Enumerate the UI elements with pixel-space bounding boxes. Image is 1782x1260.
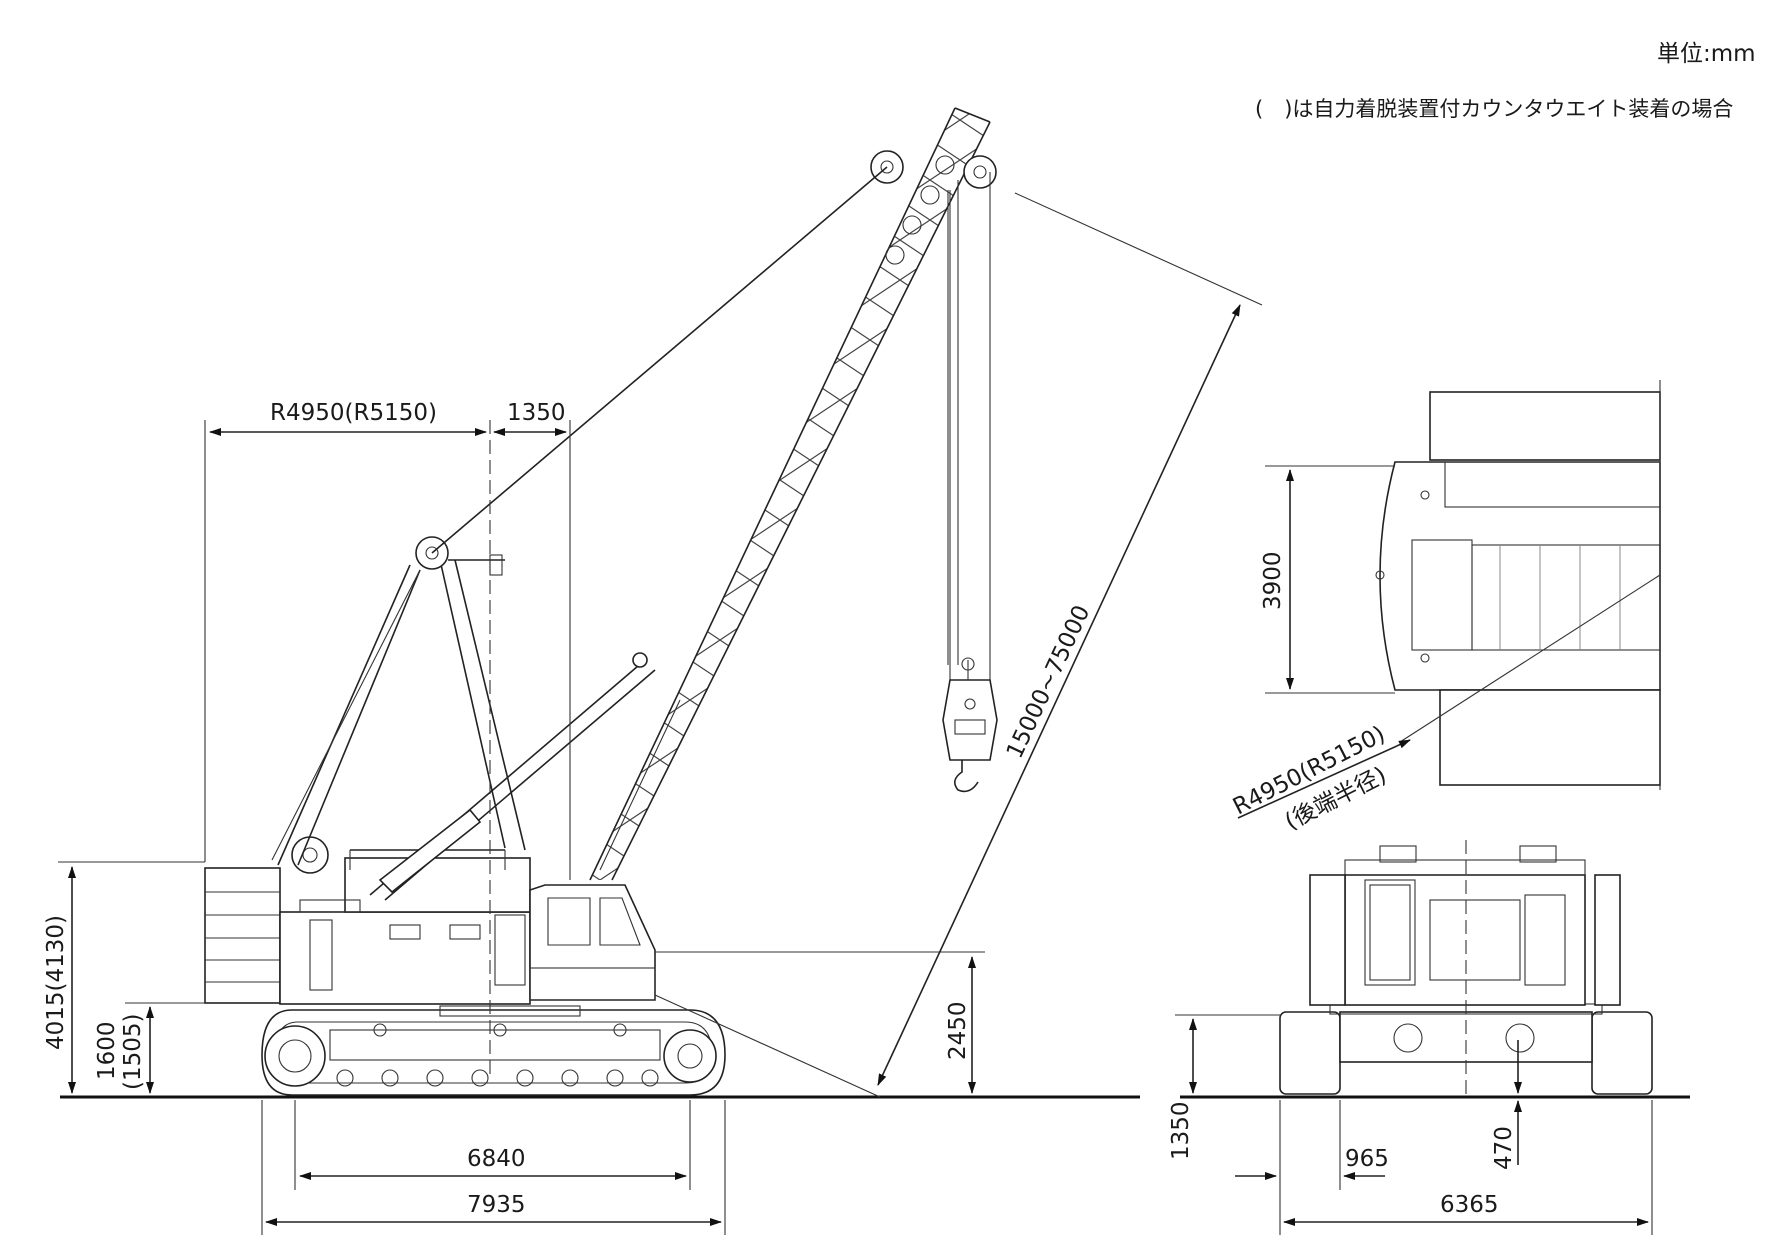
crawler-track (261, 1005, 726, 1096)
crawler-length-label: 7935 (467, 1192, 526, 1218)
jib-strut (369, 652, 656, 901)
gantry (277, 536, 526, 866)
idler-wheel (264, 1025, 326, 1087)
dim-ground-clearance-height (1175, 1014, 1280, 1094)
unit-label: 単位:mm (1657, 41, 1756, 67)
counterweight-height-label: 1600 (94, 1021, 120, 1080)
offset-1350-top-label: 1350 (507, 400, 566, 426)
winch-drum (291, 836, 329, 874)
dim-top-width (1265, 465, 1395, 694)
boom-top-sheave-right (963, 155, 997, 189)
dim-overall-height (58, 861, 205, 1094)
track-width-label: 6365 (1440, 1192, 1499, 1218)
counterweight (204, 867, 281, 1004)
dim-boom-length (877, 192, 1263, 1086)
shoe-width-label: 965 (1345, 1146, 1389, 1172)
dim-tail-radius (204, 420, 571, 1075)
lattice-boom (589, 107, 997, 881)
cab-height-label: 2450 (945, 1001, 971, 1060)
sprocket-wheel (663, 1029, 717, 1083)
ground-clearance-label: 470 (1491, 1126, 1517, 1170)
top-width-label: 3900 (1260, 551, 1286, 610)
dim-crawler-length (261, 1100, 726, 1235)
plan-view (1237, 380, 1661, 819)
tail-radius-side-label: R4950(R5150) (270, 400, 437, 426)
counterweight-height-alt-label: (1505) (120, 1014, 146, 1090)
ground-clearance-height-label: 1350 (1168, 1101, 1194, 1160)
overall-height-label: 4015(4130) (43, 915, 69, 1050)
counterweight-note: ( )は自力着脱装置付カウンタウエイト装着の場合 (1255, 97, 1734, 121)
operator-cab (529, 884, 656, 1001)
tumbler-distance-label: 6840 (467, 1146, 526, 1172)
boom-length-label: 15000~75000 (1002, 601, 1096, 762)
machinery-house (279, 849, 531, 1005)
front-view (1279, 840, 1653, 1100)
hook-block (942, 172, 998, 793)
dim-shoe-width (1235, 1100, 1653, 1235)
pendant-ropes (271, 166, 888, 861)
